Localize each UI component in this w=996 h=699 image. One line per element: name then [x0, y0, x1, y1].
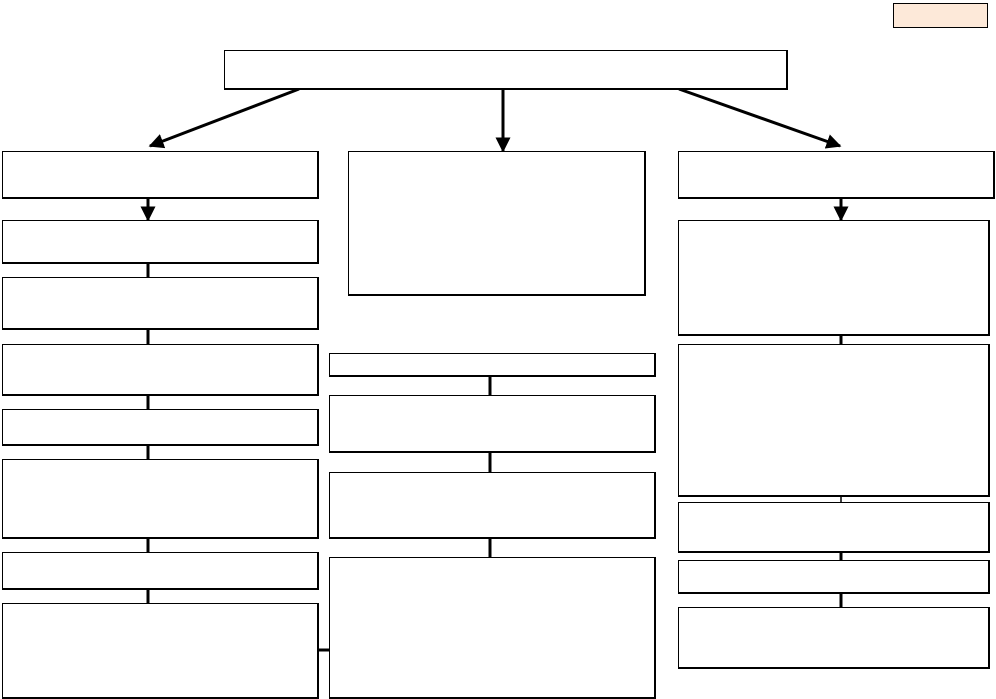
right-box-5 — [678, 560, 990, 594]
left-box-6 — [2, 459, 319, 539]
left-box-1 — [2, 151, 319, 199]
left-box-7 — [2, 552, 319, 590]
middle-box-1 — [329, 353, 656, 377]
left-box-4 — [2, 344, 319, 396]
left-box-5 — [2, 409, 319, 446]
middle-box-3 — [329, 472, 656, 539]
middle-top-box — [348, 151, 646, 296]
right-box-3 — [678, 344, 990, 497]
root-box — [224, 50, 788, 90]
arrow-root-to-left — [148, 87, 300, 149]
right-box-1 — [678, 151, 995, 199]
right-box-4 — [678, 502, 990, 553]
right-box-2 — [678, 220, 990, 336]
left-box-3 — [2, 277, 319, 330]
middle-box-4 — [329, 557, 656, 699]
right-box-6 — [678, 607, 990, 669]
middle-box-2 — [329, 395, 656, 453]
left-box-2 — [2, 220, 319, 264]
arrow-root-to-right — [678, 87, 842, 149]
left-box-8 — [2, 603, 319, 699]
corner-tag — [893, 3, 988, 28]
